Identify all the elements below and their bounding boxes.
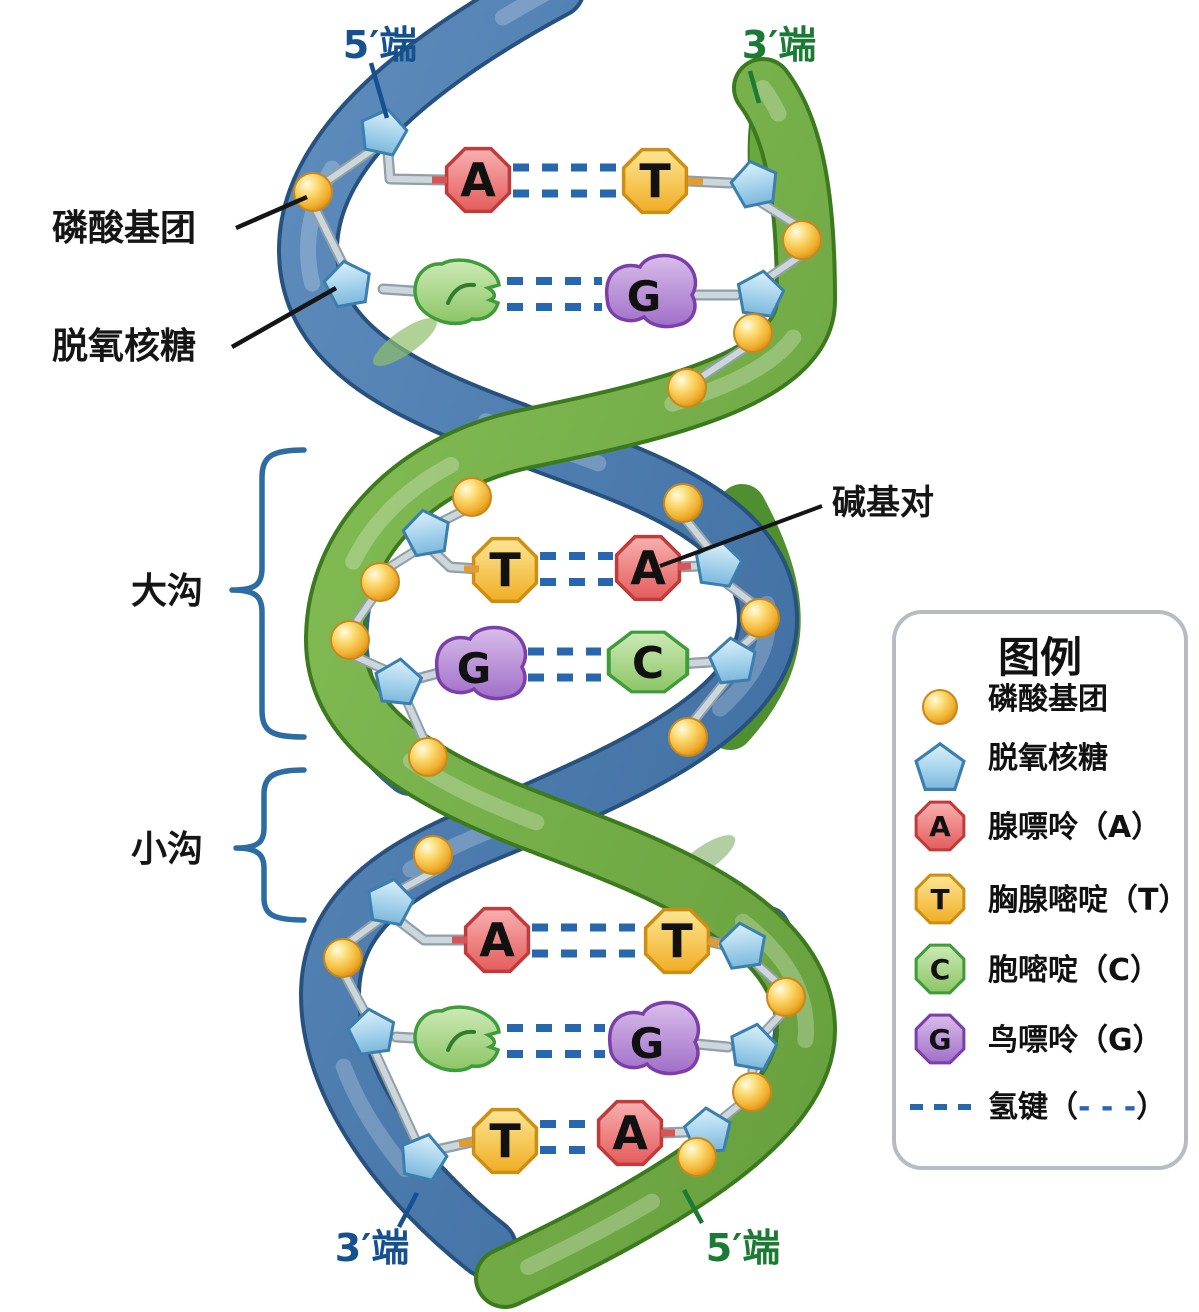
minor-groove-label: 小沟 xyxy=(131,829,203,870)
phosphate-sphere xyxy=(766,977,806,1017)
base-letter: G xyxy=(630,1019,664,1068)
legend-box xyxy=(892,610,1188,1170)
base-a: A xyxy=(463,906,531,974)
legend-item: C 胞嘧啶（C） xyxy=(914,943,1160,995)
legend-item-label: 胸腺嘧啶（T） xyxy=(988,883,1188,918)
legend-base-letter: G xyxy=(929,1023,952,1056)
phosphate-sphere xyxy=(330,620,370,660)
base-letter: A xyxy=(612,1106,648,1160)
legend-item-label: 腺嘌呤（A） xyxy=(988,810,1161,845)
base-pair-leader-line xyxy=(659,504,823,568)
base-letter: A xyxy=(630,541,666,595)
base-g: G xyxy=(607,1000,701,1076)
phosphate-sphere xyxy=(740,598,780,638)
base-letter: T xyxy=(489,543,521,597)
legend-base-letter: T xyxy=(930,883,949,916)
base-a: A xyxy=(614,534,682,602)
base-t: T xyxy=(471,536,539,604)
base-pair-label: 碱基对 xyxy=(832,483,934,523)
phosphate-label: 磷酸基团 xyxy=(52,208,196,249)
phosphate-spheres xyxy=(293,172,822,1177)
base-c xyxy=(413,258,501,326)
phosphate-sphere xyxy=(667,368,707,408)
tube-color-stub xyxy=(677,562,692,571)
base-a: A xyxy=(596,1099,664,1167)
base-t: T xyxy=(471,1107,539,1175)
base-a: A xyxy=(444,146,512,214)
phosphate-sphere xyxy=(732,1072,772,1112)
phosphate-sphere xyxy=(452,477,492,517)
notch-mark xyxy=(446,282,476,305)
legend-item-label: 氢键（- - -） xyxy=(988,1090,1166,1125)
base-letter: T xyxy=(661,914,693,968)
phosphate-sphere xyxy=(293,172,333,212)
minor-groove-bracket xyxy=(233,767,307,923)
legend-item: 脱氧核糖 xyxy=(914,741,1108,791)
phosphate-leader-line xyxy=(235,194,308,231)
five-end-bottom-label: 5′端 xyxy=(706,1226,780,1270)
major-groove-bracket xyxy=(229,447,307,740)
phosphate-sphere xyxy=(408,737,448,777)
five-end-bottom-leader-line xyxy=(682,1188,704,1225)
phosphate-sphere xyxy=(663,483,703,523)
base-tube xyxy=(382,146,452,186)
base-letter: T xyxy=(489,1114,521,1168)
three-end-bottom-leader-line xyxy=(397,1191,419,1229)
deoxyribose-label: 脱氧核糖 xyxy=(52,326,196,367)
notch-mark xyxy=(446,1029,476,1052)
annotations: 5′端 3′端 磷酸基团 脱氧核糖 大沟 小沟 碱基对 3′端 5′端 xyxy=(52,23,934,1270)
legend-item: 磷酸基团 xyxy=(922,682,1108,725)
legend-item-label: 鸟嘌呤（G） xyxy=(988,1023,1163,1058)
legend-base-letter: C xyxy=(930,953,951,986)
base-g: G xyxy=(604,253,698,329)
phosphate-sphere xyxy=(413,835,453,875)
base-c: C xyxy=(606,630,690,694)
phosphate-sphere xyxy=(677,1137,717,1177)
tube-color-stub xyxy=(707,937,720,948)
phosphate-sphere-icon xyxy=(922,689,958,725)
five-end-top-label: 5′端 xyxy=(343,23,417,67)
phosphate-sphere xyxy=(360,562,400,602)
five-end-top-leader-line xyxy=(368,62,390,119)
three-end-top-leader-line xyxy=(747,70,762,104)
legend-base-letter: A xyxy=(929,810,951,843)
legend-item: G 鸟嘌呤（G） xyxy=(914,1013,1163,1065)
base-letter: C xyxy=(632,638,664,689)
legend-item-label: 脱氧核糖 xyxy=(988,741,1108,776)
legend-item: T 胸腺嘧啶（T） xyxy=(914,873,1188,925)
base-letter: T xyxy=(639,154,671,208)
legend-item: 氢键（- - -） xyxy=(910,1090,1166,1125)
legend-title: 图例 xyxy=(998,633,1082,682)
base-letter: G xyxy=(457,644,491,693)
three-end-top-label: 3′端 xyxy=(742,23,816,67)
base-g: G xyxy=(434,625,528,701)
base-t: T xyxy=(621,147,689,215)
green-strand-ribbon xyxy=(303,57,838,1309)
major-groove-label: 大沟 xyxy=(131,571,203,612)
base-letter: G xyxy=(627,272,661,321)
tube-color-stub xyxy=(687,177,704,186)
base-letter: A xyxy=(460,153,496,207)
phosphate-sphere xyxy=(782,220,822,260)
deoxyribose-pentagons xyxy=(319,103,788,1184)
tube-color-stub xyxy=(458,1138,473,1148)
base-t: T xyxy=(643,907,711,975)
phosphate-sphere xyxy=(668,717,708,757)
hydrogen-bonds xyxy=(507,163,642,1154)
legend-item: A 腺嘌呤（A） xyxy=(914,800,1161,852)
base-c xyxy=(413,1005,501,1073)
deoxyribose-leader-line xyxy=(230,286,338,349)
legend-item-label: 胞嘧啶（C） xyxy=(988,953,1160,988)
three-end-bottom-label: 3′端 xyxy=(335,1226,409,1270)
base-letter: A xyxy=(479,913,515,967)
phosphate-sphere xyxy=(733,313,773,353)
phosphate-sphere xyxy=(323,938,363,978)
legend-item-label: 磷酸基团 xyxy=(988,682,1108,717)
